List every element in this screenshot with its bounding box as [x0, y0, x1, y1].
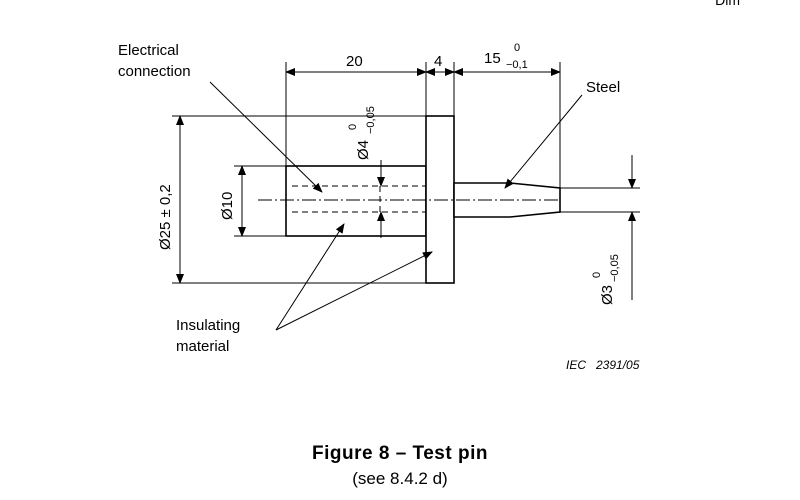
dim-text-4-lower: −0,05	[365, 106, 377, 134]
label-insulating-2: material	[176, 338, 229, 355]
corner-text: Dim	[715, 0, 740, 8]
label-steel: Steel	[586, 79, 620, 96]
label-electrical-1: Electrical	[118, 42, 179, 59]
dim-text-10: Ø10	[219, 192, 236, 220]
reference-code: IEC 2391/05	[566, 358, 640, 372]
dim-text-20: 20	[346, 53, 363, 70]
dim-text-15: 15	[484, 50, 501, 67]
dim-text-15-lower: −0,1	[506, 59, 528, 71]
figure-subtitle: (see 8.4.2 d)	[352, 469, 448, 488]
dim-text-4-upper: 0	[347, 124, 359, 130]
dim-text-15-upper: 0	[514, 42, 520, 54]
leader-insulating	[275, 251, 433, 331]
dim-text-3: Ø3	[599, 285, 616, 305]
insulating-body	[285, 165, 427, 237]
dim-text-25: Ø25 ± 0,2	[157, 184, 174, 250]
leader-insulating	[275, 223, 345, 331]
dim-text-4: 4	[434, 53, 442, 70]
dim-text-3-lower: −0,05	[609, 254, 621, 282]
leader-steel	[504, 94, 583, 189]
label-insulating-1: Insulating	[176, 317, 240, 334]
dim-text-3-upper: 0	[591, 272, 603, 278]
label-electrical-2: connection	[118, 63, 191, 80]
leader-electrical	[209, 81, 323, 193]
figure-title: Figure 8 – Test pin	[312, 443, 488, 464]
dim-text-4-dia: Ø4	[355, 140, 372, 160]
